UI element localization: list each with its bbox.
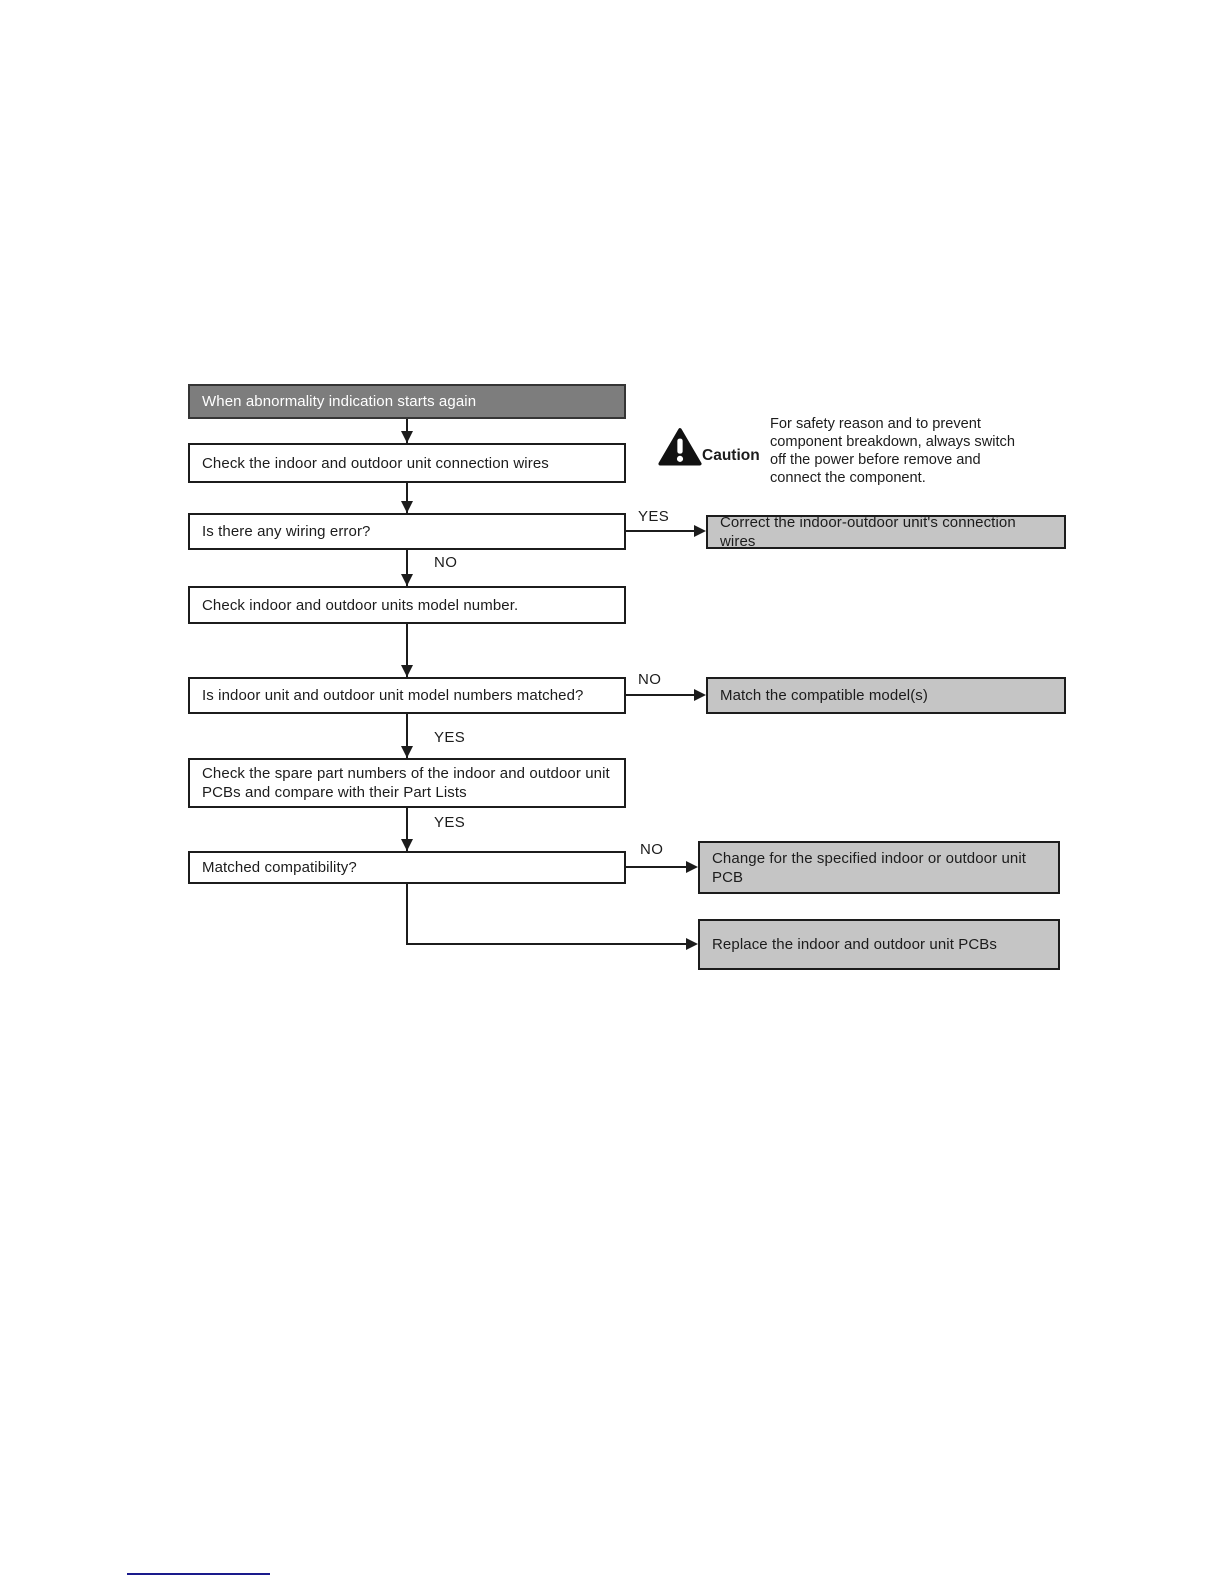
flow-node-replace-pcbs: Replace the indoor and outdoor unit PCBs (698, 919, 1060, 970)
warning-triangle-icon (658, 428, 702, 466)
caution-text-line: component breakdown, always switch (770, 434, 1015, 450)
caution-text-line: off the power before remove and (770, 452, 981, 468)
flow-node-replace-pcbs-label: Replace the indoor and outdoor unit PCBs (712, 936, 998, 953)
connector-yes-correct-wires (626, 530, 696, 532)
arrowhead-down-icon (401, 574, 413, 586)
flow-node-wiring-error-question: Is there any wiring error? (188, 513, 626, 550)
connector-elbow-horizontal (406, 943, 688, 945)
flow-node-models-matched-question: Is indoor unit and outdoor unit model nu… (188, 677, 626, 714)
arrowhead-down-icon (401, 839, 413, 851)
edge-label-yes: YES (434, 814, 466, 831)
arrowhead-down-icon (401, 665, 413, 677)
flow-node-check-models: Check indoor and outdoor units model num… (188, 586, 626, 624)
flow-node-match-models-label: Match the compatible model(s) (720, 687, 928, 704)
arrowhead-down-icon (401, 501, 413, 513)
flow-node-wiring-error-label: Is there any wiring error? (202, 523, 371, 540)
edge-label-no: NO (434, 554, 458, 571)
caution-text: For safety reason and to prevent compone… (770, 415, 1050, 487)
connector-no-check-models (406, 550, 408, 586)
flow-node-models-matched-label: Is indoor unit and outdoor unit model nu… (202, 687, 584, 704)
caution-label: Caution (702, 447, 760, 464)
flow-node-matched-compat-question: Matched compatibility? (188, 851, 626, 884)
connector-elbow-vertical (406, 884, 408, 945)
flow-node-start-label: When abnormality indication starts again (202, 393, 477, 410)
arrowhead-down-icon (401, 431, 413, 443)
edge-label-yes: YES (638, 508, 670, 525)
flow-node-change-pcb: Change for the specified indoor or outdo… (698, 841, 1060, 894)
flow-node-check-wires-label: Check the indoor and outdoor unit connec… (202, 454, 549, 472)
arrowhead-right-icon (686, 861, 698, 873)
arrowhead-down-icon (401, 746, 413, 758)
edge-label-yes: YES (434, 729, 466, 746)
connector-check-models-to-question (406, 624, 408, 677)
edge-label-no: NO (640, 841, 664, 858)
flow-node-matched-compat-label: Matched compatibility? (202, 859, 357, 876)
edge-label-no: NO (638, 671, 662, 688)
connector-no-match-models (626, 694, 696, 696)
flow-node-check-spare-parts-label: Check the spare part numbers of the indo… (202, 765, 610, 801)
connector-yes-check-spare-parts (406, 714, 408, 758)
flow-node-check-models-label: Check indoor and outdoor units model num… (202, 596, 519, 614)
connector-yes-matched-compat (406, 808, 408, 851)
flow-node-check-wires: Check the indoor and outdoor unit connec… (188, 443, 626, 483)
caution-text-line: For safety reason and to prevent (770, 416, 981, 432)
flow-node-correct-wires-label: Correct the indoor-outdoor unit's connec… (720, 514, 1016, 550)
flow-node-check-spare-parts: Check the spare part numbers of the indo… (188, 758, 626, 808)
flow-node-correct-wires: Correct the indoor-outdoor unit's connec… (706, 514, 1066, 550)
flow-node-match-models: Match the compatible model(s) (706, 677, 1066, 714)
connector-no-change-pcb (626, 866, 688, 868)
flow-node-change-pcb-label: Change for the specified indoor or outdo… (712, 849, 1027, 886)
arrowhead-right-icon (694, 689, 706, 701)
caution-text-line: connect the component. (770, 470, 926, 486)
arrowhead-right-icon (686, 938, 698, 950)
connector-check-wires-to-question (406, 483, 408, 513)
footer-rule (127, 1573, 270, 1575)
arrowhead-right-icon (694, 525, 706, 537)
flow-node-start: When abnormality indication starts again (188, 384, 626, 419)
